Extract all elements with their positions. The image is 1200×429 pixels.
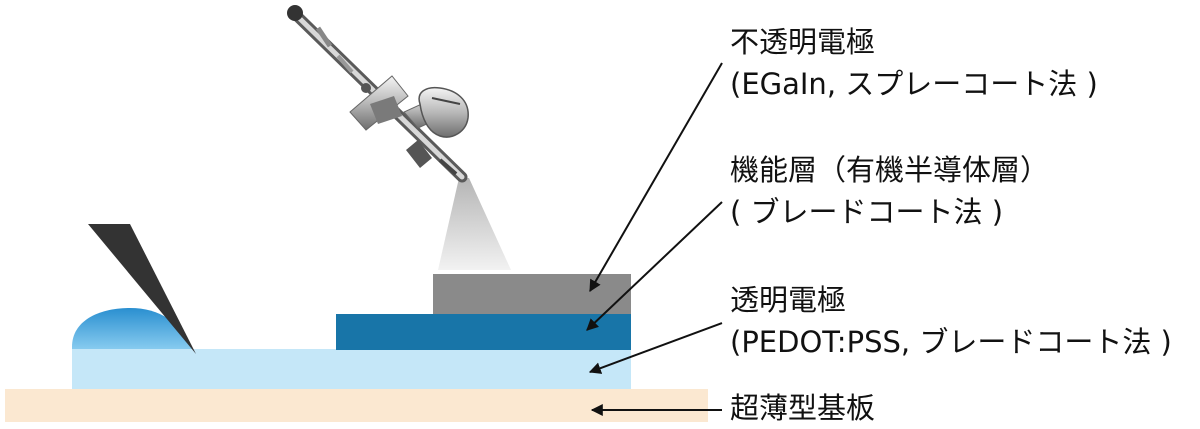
transparent-electrode-name: 透明電極 (730, 283, 847, 317)
arrow-top-electrode (589, 62, 723, 293)
spray-cone (438, 178, 511, 270)
functional-layer-name: 機能層（有機半導体層） (730, 153, 1050, 187)
top-electrode-layer (433, 274, 631, 314)
transparent-electrode-layer (72, 349, 631, 389)
substrate-name: 超薄型基板 (730, 391, 876, 425)
functional-layer-method: ( ブレードコート法 ) (730, 195, 1004, 229)
spray-gun-icon (287, 5, 469, 183)
top-electrode-method: (EGaIn, スプレーコート法 ) (730, 67, 1098, 101)
functional-layer (336, 314, 631, 350)
arrow-transparent-electrode (588, 322, 723, 374)
blade-icon (88, 224, 196, 354)
substrate-layer (5, 389, 708, 422)
arrow-functional-layer (586, 201, 723, 331)
top-electrode-name: 不透明電極 (730, 25, 876, 59)
transparent-electrode-method: (PEDOT:PSS, ブレードコート法 ) (730, 325, 1172, 359)
